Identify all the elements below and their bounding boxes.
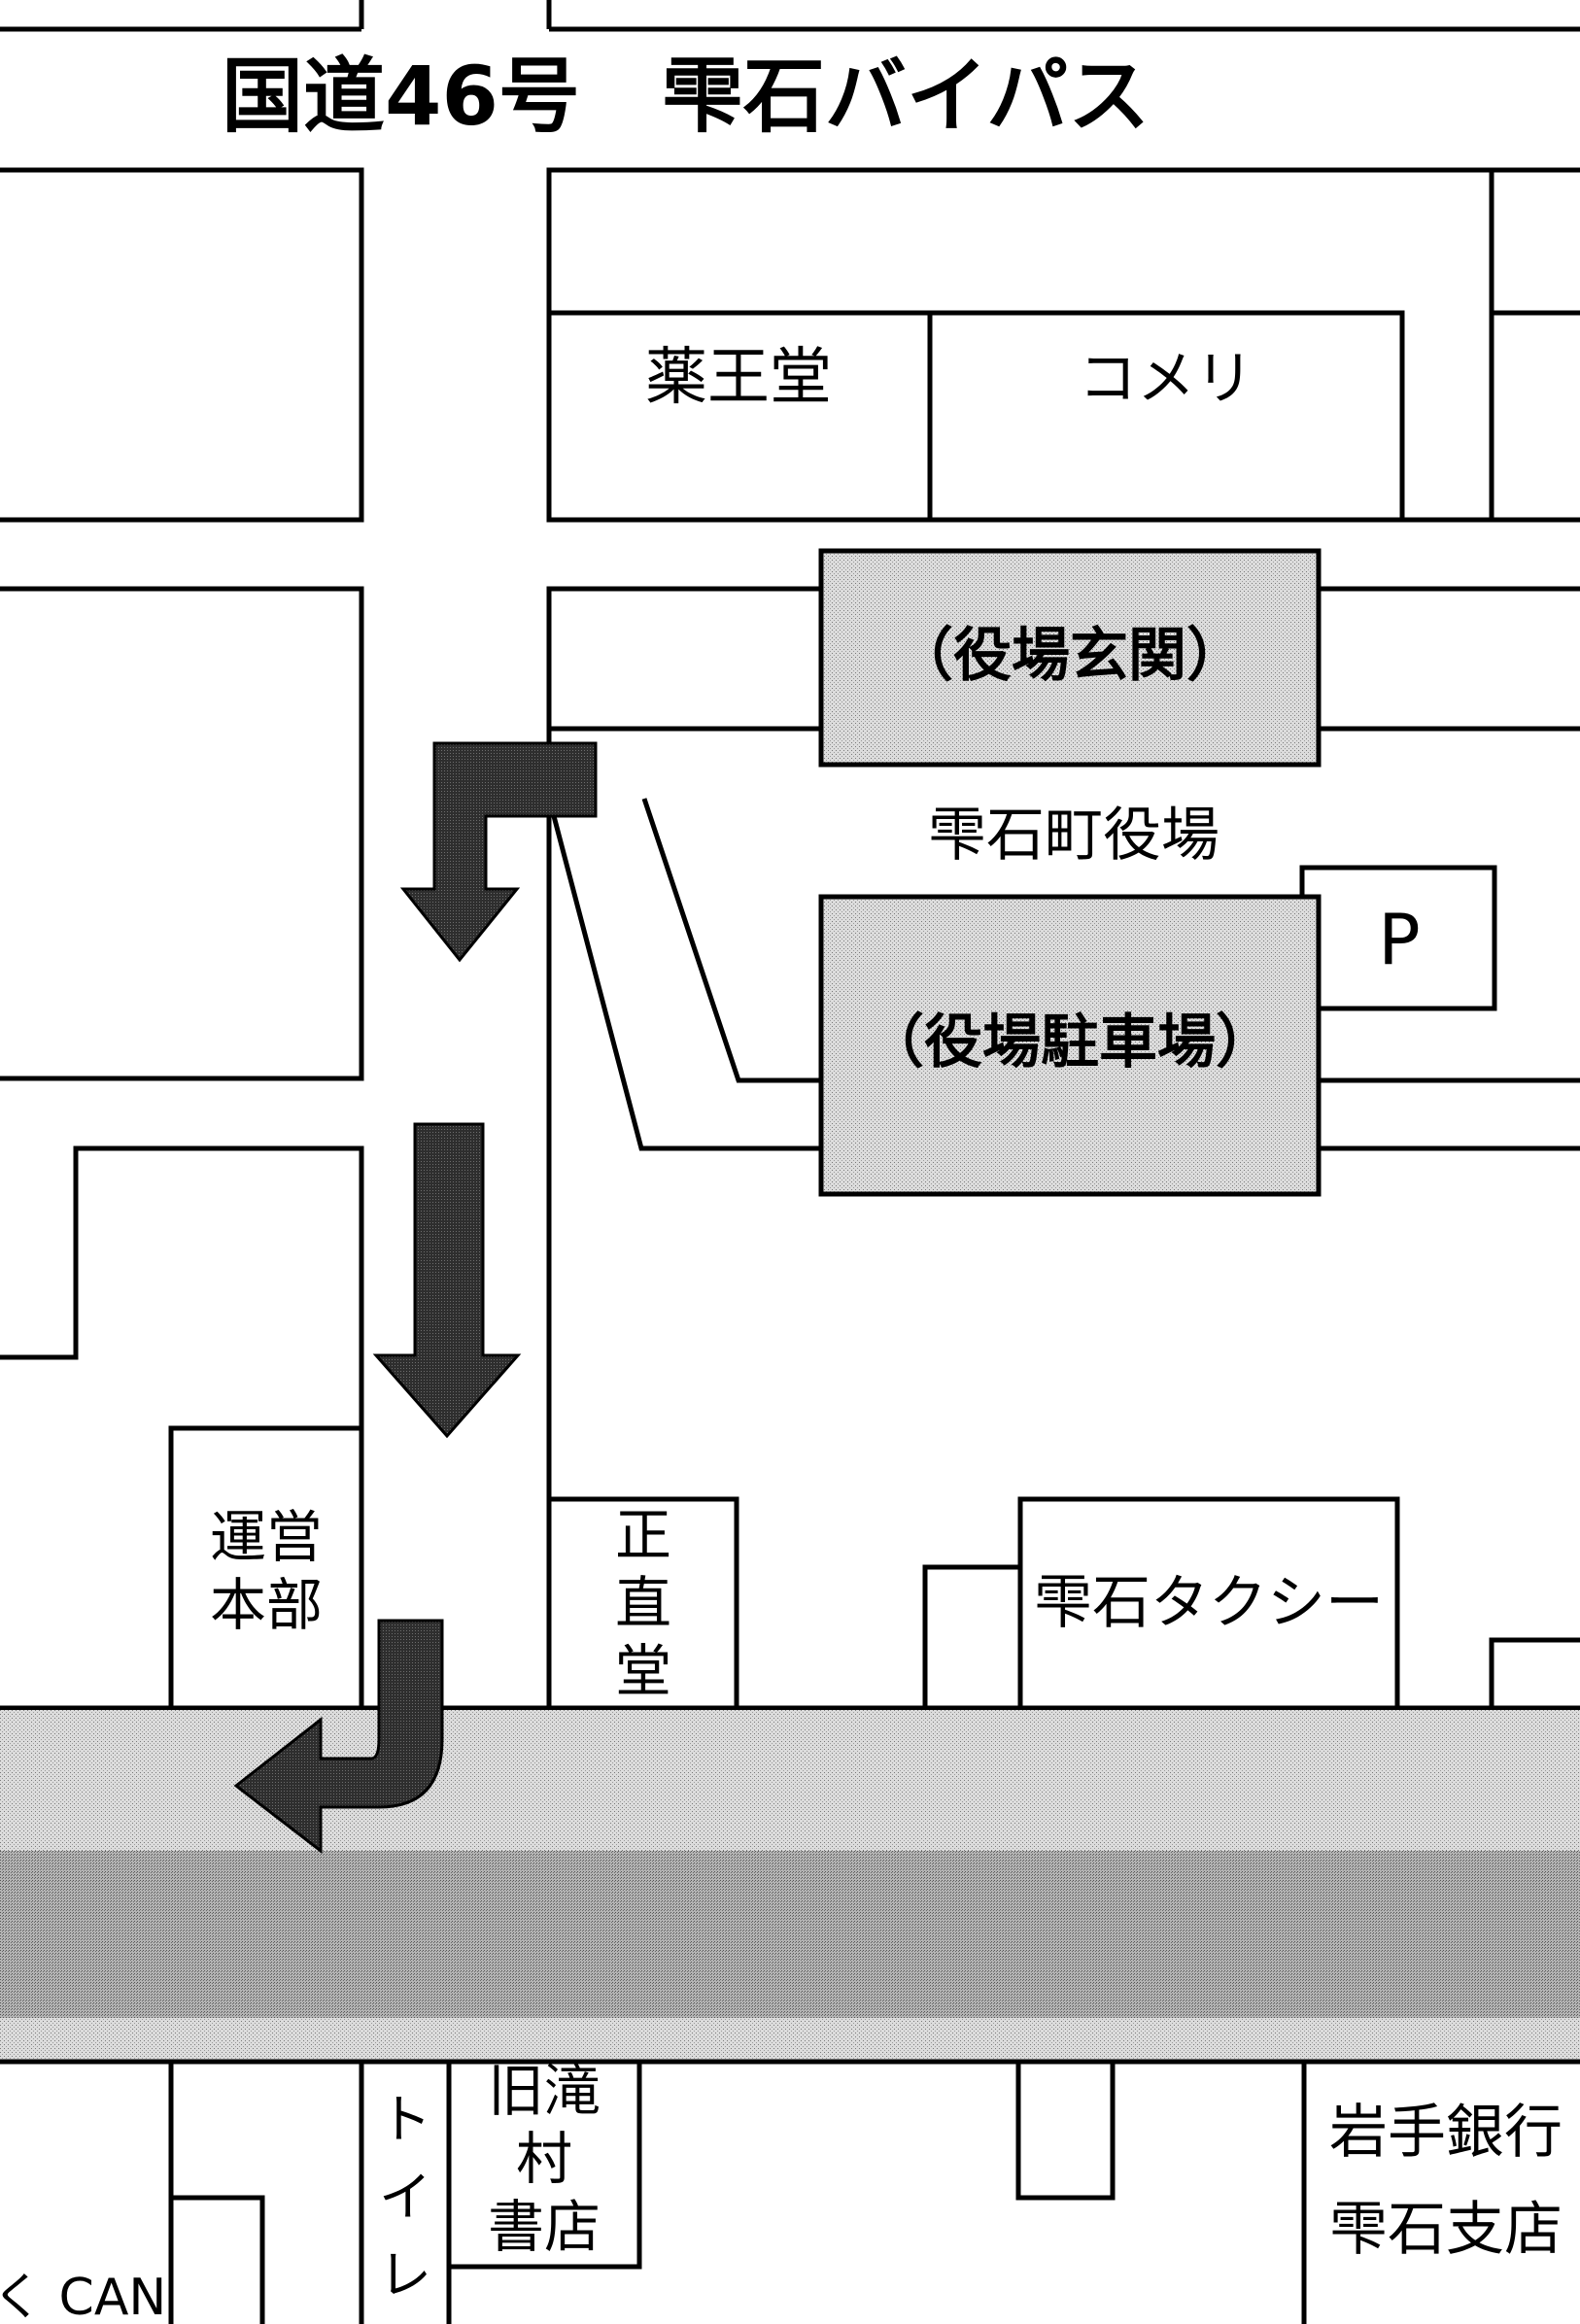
shojikido-label-1: 正 bbox=[615, 1502, 671, 1568]
yakuodo-label: 薬王堂 bbox=[645, 342, 832, 414]
entrance-block bbox=[818, 548, 1322, 768]
shojikido-label-2: 直 bbox=[615, 1570, 671, 1636]
bottom-outlines bbox=[168, 2059, 1307, 2324]
komeri-label: コメリ bbox=[1079, 345, 1254, 413]
main-street-center bbox=[0, 1851, 1580, 2018]
road-outlines bbox=[0, 0, 1580, 1711]
bookstore-label-2: 村 bbox=[516, 2126, 572, 2192]
parking-mark: P bbox=[1378, 899, 1420, 980]
bank-label-2: 雫石支店 bbox=[1329, 2196, 1563, 2264]
toilet-label-2: イ bbox=[379, 2167, 431, 2228]
toilet-label-1: ト bbox=[379, 2089, 431, 2150]
shojikido-label-3: 堂 bbox=[615, 1638, 671, 1704]
entrance-label: （役場玄関） bbox=[895, 622, 1245, 690]
bookstore-label-1: 旧滝 bbox=[488, 2058, 601, 2124]
arrow-bend-down-icon bbox=[399, 741, 598, 963]
operations-hq-label-1: 運営 bbox=[210, 1504, 323, 1570]
route-arrows bbox=[233, 741, 598, 1855]
toilet-label-3: レ bbox=[379, 2244, 431, 2306]
road-title: 国道46号 雫石バイパス bbox=[222, 49, 1150, 144]
bookstore-building bbox=[449, 2059, 642, 2270]
komeri-building bbox=[927, 310, 1405, 523]
bank-label-1: 岩手銀行 bbox=[1329, 2099, 1563, 2167]
can-store-label: く CAN bbox=[0, 2269, 166, 2324]
parking-lot-block bbox=[818, 894, 1322, 1197]
arrow-down-icon bbox=[372, 1122, 522, 1439]
operations-hq-label-2: 本部 bbox=[210, 1572, 323, 1638]
taxi-label: 雫石タクシー bbox=[1034, 1569, 1384, 1637]
arrow-turn-left-icon bbox=[233, 1619, 444, 1855]
town-hall-label: 雫石町役場 bbox=[928, 802, 1219, 870]
parking-lot-label: （役場駐車場） bbox=[866, 1008, 1274, 1077]
bookstore-label-3: 書店 bbox=[488, 2194, 601, 2260]
